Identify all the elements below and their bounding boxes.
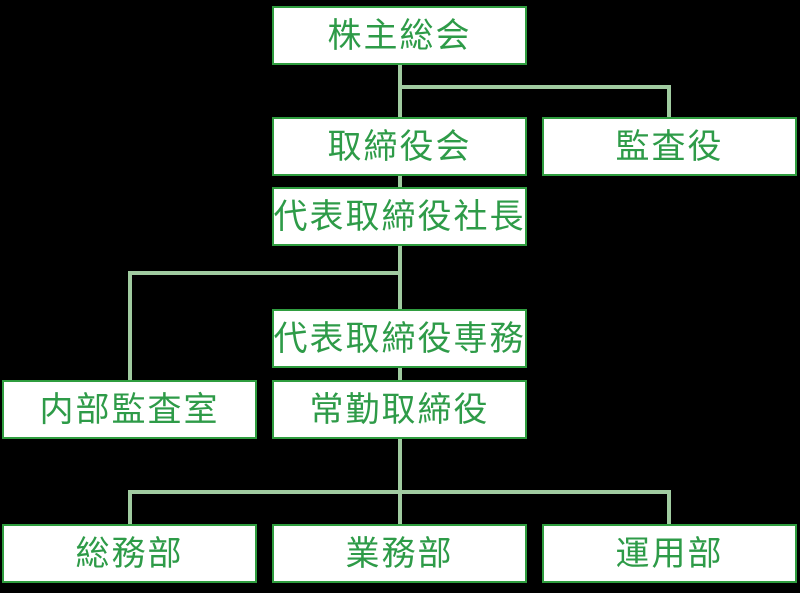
org-node-label: 運用部 bbox=[615, 534, 724, 573]
org-node-label: 取締役会 bbox=[327, 127, 472, 166]
org-node-label: 業務部 bbox=[345, 534, 454, 573]
org-node-auditor: 監査役 bbox=[542, 117, 797, 176]
connector-depts-horizontal bbox=[128, 490, 671, 494]
connector-shareholders-to-board bbox=[398, 65, 402, 118]
connector-president-to-senior-managing-director bbox=[398, 245, 402, 310]
org-node-label: 株主総会 bbox=[327, 16, 472, 55]
org-node-label: 代表取締役社長 bbox=[273, 197, 526, 236]
connector-senior-md-to-standing-director bbox=[398, 368, 402, 381]
connector-to-general-affairs-dept bbox=[128, 490, 132, 525]
org-node-shareholders-meeting: 株主総会 bbox=[272, 6, 527, 65]
org-node-senior-managing-director: 代表取締役専務 bbox=[272, 309, 527, 368]
org-node-board-of-directors: 取締役会 bbox=[272, 117, 527, 176]
org-node-internal-audit-office: 内部監査室 bbox=[2, 380, 257, 439]
org-node-label: 常勤取締役 bbox=[309, 390, 490, 429]
org-node-fund-management-dept: 運用部 bbox=[542, 524, 797, 583]
connector-shareholders-to-auditor-horizontal bbox=[398, 85, 671, 89]
org-node-label: 監査役 bbox=[615, 127, 724, 166]
org-node-president: 代表取締役社長 bbox=[272, 187, 527, 246]
connector-president-to-internal-audit-vertical bbox=[128, 271, 132, 381]
connector-standing-director-to-depts bbox=[398, 438, 402, 525]
connector-to-fund-management-dept bbox=[667, 490, 671, 525]
org-node-label: 内部監査室 bbox=[39, 390, 220, 429]
connector-president-to-internal-audit-horizontal bbox=[128, 271, 402, 275]
org-node-label: 総務部 bbox=[75, 534, 184, 573]
connector-board-to-president bbox=[398, 176, 402, 188]
org-node-standing-director: 常勤取締役 bbox=[272, 380, 527, 439]
org-node-operations-dept: 業務部 bbox=[272, 524, 527, 583]
org-node-general-affairs-dept: 総務部 bbox=[2, 524, 257, 583]
connector-shareholders-to-auditor-vertical bbox=[667, 85, 671, 118]
org-node-label: 代表取締役専務 bbox=[273, 319, 526, 358]
